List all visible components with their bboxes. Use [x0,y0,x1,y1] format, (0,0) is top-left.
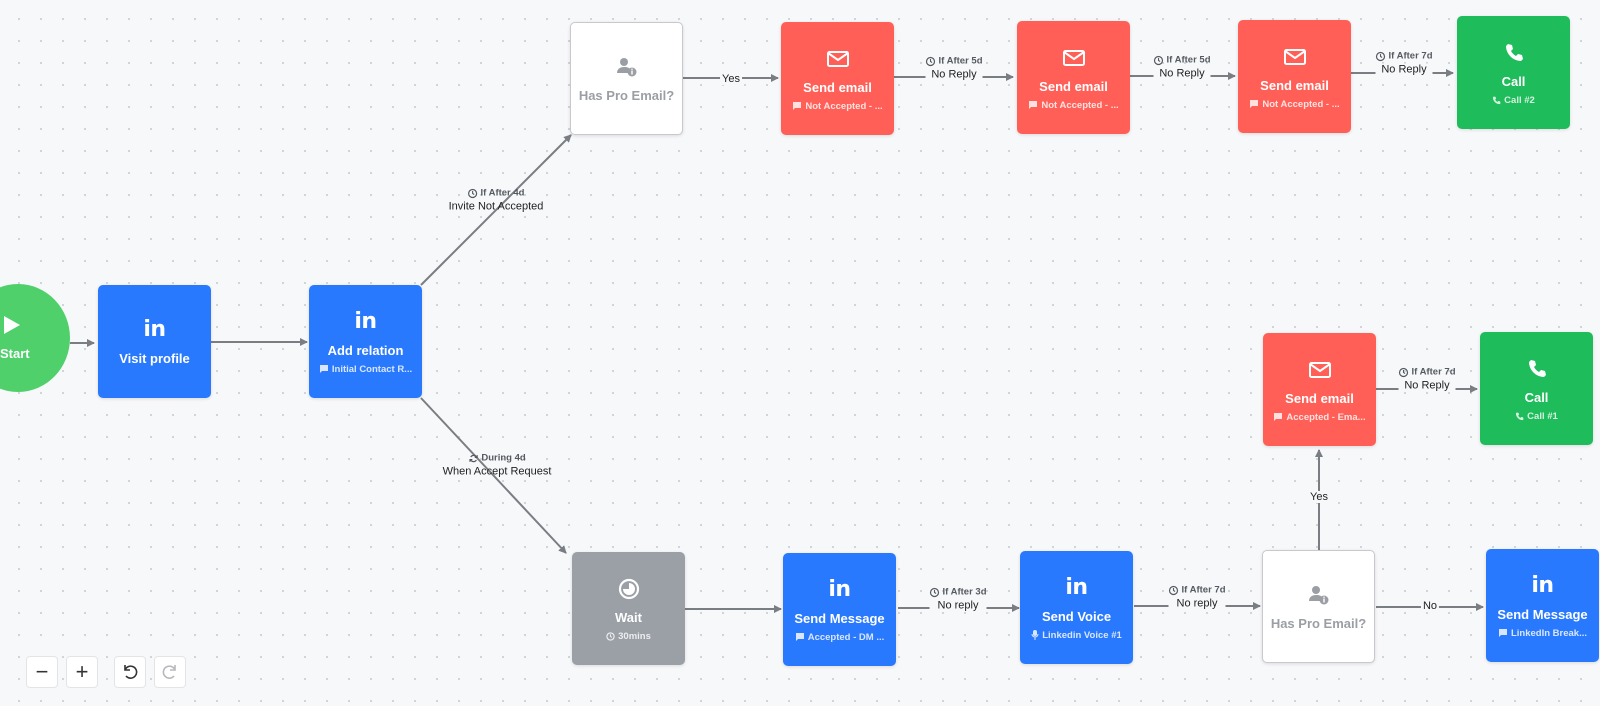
send-email-node[interactable]: Send email Not Accepted - ... [1238,20,1351,133]
edge-label-when-accept-request: During 4d When Accept Request [442,452,552,478]
call-node[interactable]: Call Call #2 [1457,16,1570,129]
node-title: Call [1501,73,1526,89]
node-title: Send email [1039,78,1108,94]
zoom-out-button[interactable]: − [26,656,58,688]
send-email-node[interactable]: Send email Accepted - Ema... [1263,333,1376,446]
clock-icon [1153,55,1164,65]
message-icon [793,102,802,110]
undo-icon [124,665,138,679]
edge-label-no-reply: If After 7d No Reply [1398,367,1456,392]
node-subtitle: Not Accepted - ... [792,101,883,112]
clock-icon [606,631,615,641]
edge-label-yes: Yes [1308,491,1330,503]
minus-icon: − [35,659,49,684]
node-title: Send email [1260,77,1329,93]
undo-button[interactable] [114,656,146,688]
node-title: Call [1524,389,1549,405]
phone-icon [1504,40,1524,66]
send-message-node[interactable]: in Send Message Accepted - DM ... [783,553,896,666]
linkedin-icon: in [143,317,166,342]
edge-add-hasemail [420,134,572,286]
clock-icon [1168,585,1179,595]
mail-icon [1062,45,1085,71]
edge-label-no-reply: If After 5d No Reply [925,56,983,81]
node-subtitle: Linkedin Voice #1 [1031,630,1122,641]
plus-icon: + [75,659,89,684]
mail-icon [1308,357,1331,383]
send-email-node[interactable]: Send email Not Accepted - ... [1017,21,1130,134]
node-subtitle: LinkedIn Break... [1498,628,1587,639]
node-subtitle: Call #2 [1492,95,1535,106]
node-title: Has Pro Email? [1270,616,1367,631]
edge-label-yes: Yes [720,73,742,85]
edge-label-no-reply: If After 3d No reply [929,587,987,612]
message-icon [1274,413,1283,421]
edge-add-wait [420,397,567,554]
phone-icon [1527,356,1547,382]
clock-icon [1398,367,1409,377]
node-title: Send Message [1497,606,1588,622]
call-node[interactable]: Call Call #1 [1480,332,1593,445]
clock-icon [925,56,936,66]
play-icon [4,315,20,334]
node-subtitle: Accepted - DM ... [795,632,884,643]
mail-icon [826,46,849,72]
message-icon [1250,100,1259,108]
canvas-controls: − + [26,656,186,688]
visit-profile-node[interactable]: in Visit profile [98,285,211,398]
node-subtitle: Not Accepted - ... [1028,100,1119,111]
clock-icon [1375,51,1386,61]
clock-icon [467,188,478,198]
message-icon [319,365,328,373]
wait-node[interactable]: Wait 30mins [572,552,685,665]
edge-label-no-reply: If After 5d No Reply [1153,55,1211,80]
mic-icon [1031,630,1039,640]
refresh-icon [469,454,478,462]
edge-label-no-reply: If After 7d No Reply [1375,51,1433,76]
node-subtitle: 30mins [606,631,651,642]
message-icon [1029,101,1038,109]
node-title: Send Voice [1041,608,1112,624]
node-title: Send email [1285,390,1354,406]
has-pro-email-node[interactable]: Has Pro Email? [1262,550,1375,663]
node-subtitle: Accepted - Ema... [1273,412,1366,423]
edge-label-no-reply: If After 7d No reply [1168,585,1226,610]
start-label: Start [0,345,30,361]
node-title: Send email [803,79,872,95]
zoom-in-button[interactable]: + [66,656,98,688]
add-relation-node[interactable]: in Add relation Initial Contact R... [309,285,422,398]
linkedin-icon: in [1531,572,1554,598]
has-pro-email-node[interactable]: Has Pro Email? [570,22,683,135]
linkedin-icon: in [828,576,851,602]
node-title: Visit profile [119,351,190,366]
user-info-icon [616,54,638,80]
phone-icon [1516,411,1524,420]
send-voice-node[interactable]: in Send Voice Linkedin Voice #1 [1020,551,1133,664]
linkedin-icon: in [354,308,377,334]
node-title: Send Message [794,610,885,626]
node-title: Wait [615,609,642,625]
mail-icon [1283,44,1306,70]
timer-icon [618,576,640,602]
send-email-node[interactable]: Send email Not Accepted - ... [781,22,894,135]
node-subtitle: Call #1 [1515,411,1558,422]
message-icon [1498,629,1507,637]
node-subtitle: Not Accepted - ... [1249,99,1340,110]
node-title: Add relation [327,342,404,358]
user-info-icon [1308,582,1330,608]
clock-icon [929,587,940,597]
message-icon [795,633,804,641]
phone-icon [1493,95,1501,104]
edge-label-invite-not-accepted: If After 4d Invite Not Accepted [448,187,544,213]
node-subtitle: Initial Contact R... [319,364,412,375]
linkedin-icon: in [1065,574,1088,600]
edge-label-no: No [1420,600,1440,612]
redo-icon [162,665,176,679]
node-title: Has Pro Email? [578,88,675,103]
redo-button[interactable] [154,656,186,688]
send-message-node[interactable]: in Send Message LinkedIn Break... [1486,549,1599,662]
